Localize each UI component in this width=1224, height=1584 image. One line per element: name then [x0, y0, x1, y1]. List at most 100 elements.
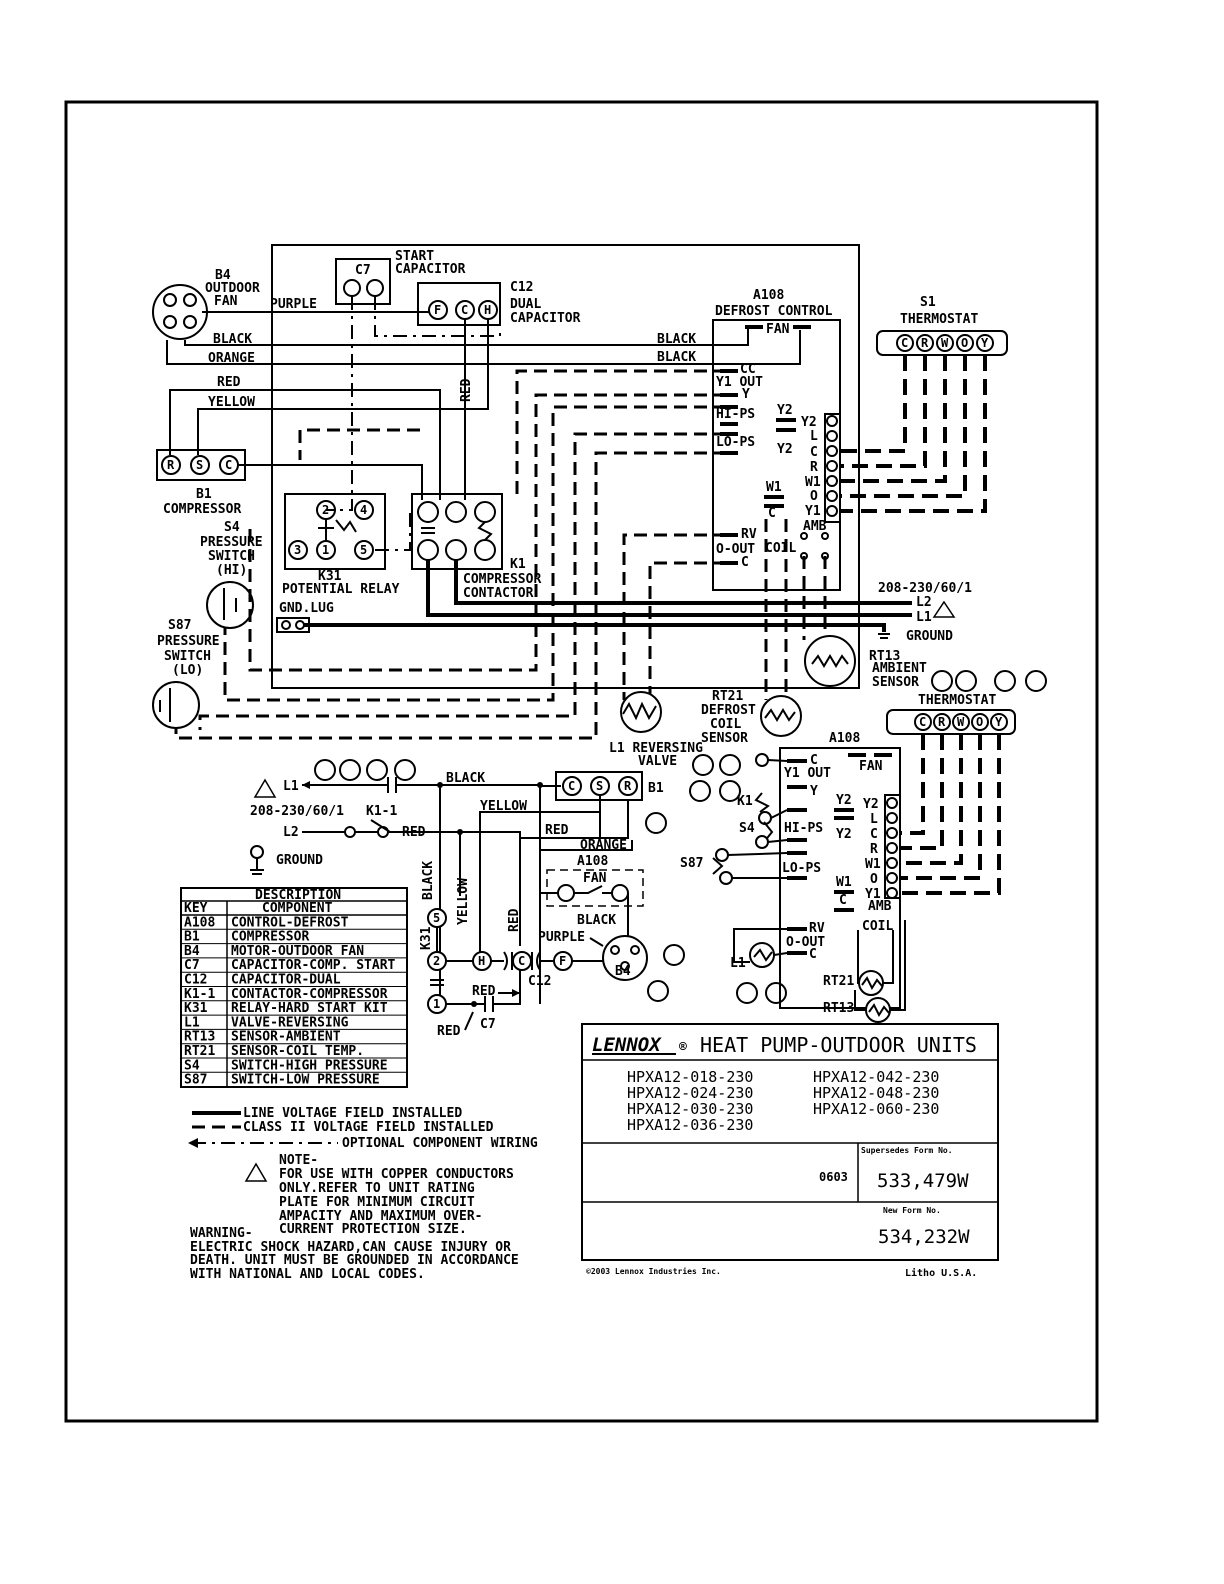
ambient-sensor-rt13: RT13 AMBIENT SENSOR [804, 635, 927, 690]
start-label: START [395, 249, 434, 264]
s87-pressure: PRESSURE [157, 634, 220, 649]
l1-label: L1 [916, 610, 932, 625]
ladder-red-2: RED [545, 823, 569, 838]
copyright: ©2003 Lennox Industries Inc. [586, 1266, 721, 1276]
rv-label: RV [741, 527, 757, 542]
model-r3: HPXA12-060-230 [813, 1100, 939, 1118]
s4-pressure: PRESSURE [200, 535, 263, 550]
warning-triangle-icon [932, 600, 956, 618]
ladder-tstat-w: W [957, 715, 965, 729]
ladder-strip-w1: W1 [865, 857, 881, 872]
note-line-1: NOTE- [279, 1153, 318, 1168]
black-wire-label: BLACK [213, 332, 252, 347]
ladder-s87: S87 [680, 856, 703, 871]
sensor-label-2: SENSOR [701, 731, 748, 746]
potential-relay-label: POTENTIAL RELAY [282, 582, 400, 597]
ladder-red: RED [402, 825, 426, 840]
table-key-4: C12 [184, 973, 207, 988]
ladder-c3: C [809, 947, 817, 962]
ladder-a108-r: A108 [829, 731, 860, 746]
table-key-9: RT21 [184, 1044, 215, 1059]
table-component-1: COMPRESSOR [231, 930, 309, 945]
k1-label: K1 [510, 557, 526, 572]
new-form-label: New Form No. [883, 1206, 941, 1215]
ladder-y: Y [810, 784, 818, 799]
strip-y1: Y1 [805, 504, 821, 519]
tstat-y: Y [981, 336, 989, 350]
yellow-wire-label: YELLOW [208, 395, 255, 410]
defrost-control-a108: A108 DEFROST CONTROL FAN CC Y1 OUT Y HI-… [712, 288, 841, 591]
ladder-defrost-control: A108 FAN C Y1 OUT Y HI-PS LO-PS Y2 Y2 W1… [779, 731, 901, 1009]
table-component-4: CAPACITOR-DUAL [231, 973, 341, 988]
dual-capacitor-c12: F C H C12 DUAL CAPACITOR [417, 280, 581, 326]
ladder-strip-y1: Y1 [865, 887, 881, 902]
ladder-tstat-o: O [976, 715, 983, 729]
ladder-fan: FAN [583, 871, 607, 886]
ladder-ground: GROUND [276, 853, 323, 868]
y2-label-2: Y2 [777, 442, 793, 457]
ladder-t1: 1 [433, 997, 440, 1011]
terminal-strip-upper: Y2 L C R W1 O Y1 [801, 415, 838, 519]
key-header: KEY [184, 901, 208, 916]
strip-r: R [810, 460, 818, 475]
c12-label: C12 [510, 280, 533, 295]
model-r2: HPXA12-048-230 [813, 1084, 939, 1102]
b1-label: B1 [196, 487, 212, 502]
ladder-l1: L1 [283, 779, 299, 794]
table-component-8: SENSOR-AMBIENT [231, 1030, 341, 1045]
outdoor-fan-b4: B4 OUTDOOR FAN [152, 268, 260, 340]
table-component-10: SWITCH-HIGH PRESSURE [231, 1058, 388, 1073]
s4-label: S4 [224, 520, 240, 535]
capacitor2-label: CAPACITOR [510, 311, 581, 326]
oout-label: O-OUT [716, 542, 755, 557]
ladder-rv: RV [809, 921, 825, 936]
title-text: HEAT PUMP-OUTDOOR UNITS [700, 1033, 977, 1057]
ladder-c: C [518, 954, 525, 968]
red-vertical-label: RED [459, 378, 474, 402]
table-component-3: CAPACITOR-COMP. START [231, 958, 396, 973]
ladder-red-4: RED [437, 1024, 461, 1039]
table-key-8: RT13 [184, 1030, 215, 1045]
table-key-7: L1 [184, 1015, 200, 1030]
ladder-w1: W1 [836, 875, 852, 890]
ladder-strip-l: L [870, 812, 878, 827]
dual-label: DUAL [510, 297, 541, 312]
line-legend: LINE VOLTAGE FIELD INSTALLED CLASS II VO… [188, 1106, 538, 1151]
warning-line-3: DEATH. UNIT MUST BE GROUNDED IN ACCORDAN… [190, 1253, 519, 1268]
w1-label: W1 [766, 480, 782, 495]
l1-rv-label: L1 REVERSING [609, 741, 703, 756]
a108-fan-label: FAN [766, 322, 790, 337]
table-component-6: RELAY-HARD START KIT [231, 1001, 388, 1016]
ladder-k31: K31 [419, 926, 434, 950]
ladder-t5: 5 [433, 911, 440, 925]
unit-wiring-diagram: B4 OUTDOOR FAN C7 START CAPACITOR F C H … [152, 244, 1047, 769]
ladder-strip-c: C [870, 827, 878, 842]
model-r1: HPXA12-042-230 [813, 1068, 939, 1086]
model-l1: HPXA12-018-230 [627, 1068, 753, 1086]
compressor-b1: R S C B1 COMPRESSOR [156, 449, 246, 517]
gnd-lug-label: GND.LUG [279, 601, 334, 616]
coil-label: COIL [765, 541, 796, 556]
ladder-a108: A108 [577, 854, 608, 869]
y-label: Y [742, 387, 750, 402]
title-block: LENNOX ® HEAT PUMP-OUTDOOR UNITS HPXA12-… [581, 1023, 999, 1279]
note-line-2: FOR USE WITH COPPER CONDUCTORS [279, 1167, 514, 1182]
ladder-black-2: BLACK [577, 913, 616, 928]
ladder-c12: C12 [528, 974, 551, 989]
note-line-6: CURRENT PROTECTION SIZE. [279, 1222, 467, 1237]
purple-wire-label: PURPLE [270, 297, 317, 312]
contactor-label: CONTACTOR [463, 586, 534, 601]
coil-sensor-label: COIL [710, 717, 741, 732]
table-component-2: MOTOR-OUTDOOR FAN [231, 944, 364, 959]
c-label-2: C [741, 555, 749, 570]
strip-y2: Y2 [801, 415, 817, 430]
date-code: 0603 [819, 1170, 848, 1184]
ambient-label: AMBIENT [872, 661, 927, 676]
table-key-2: B4 [184, 944, 200, 959]
table-key-0: A108 [184, 915, 215, 930]
ladder-rt21: RT21 [823, 974, 854, 989]
reversing-valve-l1: L1 REVERSING VALVE [609, 691, 703, 769]
strip-l: L [810, 429, 818, 444]
terminal-c: C [461, 303, 468, 317]
rt13-label: RT13 [869, 649, 900, 664]
